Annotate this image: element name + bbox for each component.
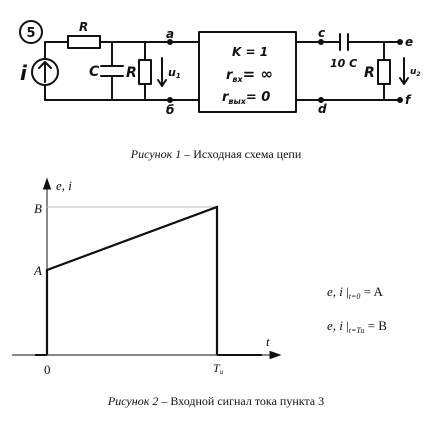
figure1-caption-prefix: Рисунок 1 xyxy=(130,147,182,161)
origin-label: 0 xyxy=(44,362,51,377)
resistor-r-load-label: R xyxy=(364,65,375,81)
y-axis-arrow xyxy=(42,177,52,190)
capacitor-c xyxy=(100,65,124,77)
figure2-caption: Рисунок 2 – Входной сигнал тока пункта 3 xyxy=(0,394,432,409)
amplifier-block xyxy=(198,31,297,113)
signal-pulse-line xyxy=(45,205,219,355)
amplifier-output-resistance: rвых= 0 xyxy=(222,90,270,106)
node-b-label: б xyxy=(166,103,174,117)
resistor-r-series xyxy=(67,35,101,49)
circuit-diagram: 5 i R C R u1 a б c d e f 10 C R u2 K = 1… xyxy=(19,20,421,117)
amplifier-input-resistance: rвх= ∞ xyxy=(226,65,273,84)
figure1-caption-text: – Исходная схема цепи xyxy=(181,147,302,161)
badge-number: 5 xyxy=(26,26,35,41)
figure-number-badge xyxy=(19,20,43,44)
node-e-label: e xyxy=(405,35,413,49)
voltage-u1-label: u1 xyxy=(168,66,181,80)
x-axis-arrow xyxy=(269,350,282,360)
capacitor-10c xyxy=(339,33,349,51)
capacitor-c-label: C xyxy=(89,64,100,80)
formula-initial-value: e, i |t=0 = A xyxy=(327,284,383,301)
figure2-caption-prefix: Рисунок 2 xyxy=(107,394,159,408)
tick-label-b: B xyxy=(34,201,42,216)
capacitor-10c-label: 10 C xyxy=(330,57,357,70)
y-axis-label: e, i xyxy=(56,178,72,193)
x-axis-label: t xyxy=(266,334,270,349)
node-f-label: f xyxy=(405,93,412,107)
tick-label-tu: Tu xyxy=(213,361,224,376)
resistor-r-load xyxy=(377,59,391,85)
formula-final-value: e, i |t=Tu = B xyxy=(327,318,387,335)
voltage-u2-label: u2 xyxy=(410,67,421,78)
amplifier-gain: K = 1 xyxy=(232,45,268,59)
node-d-label: d xyxy=(318,102,327,116)
resistor-r-shunt xyxy=(138,59,152,85)
tick-label-a: A xyxy=(33,263,42,278)
node-c-label: c xyxy=(318,26,325,40)
resistor-r-series-label: R xyxy=(79,20,88,34)
resistor-r-shunt-label: R xyxy=(126,65,137,81)
figure1-caption: Рисунок 1 – Исходная схема цепи xyxy=(0,147,432,162)
figure2-caption-text: – Входной сигнал тока пункта 3 xyxy=(158,394,325,408)
node-a-label: a xyxy=(166,27,174,41)
source-label: i xyxy=(20,61,28,85)
